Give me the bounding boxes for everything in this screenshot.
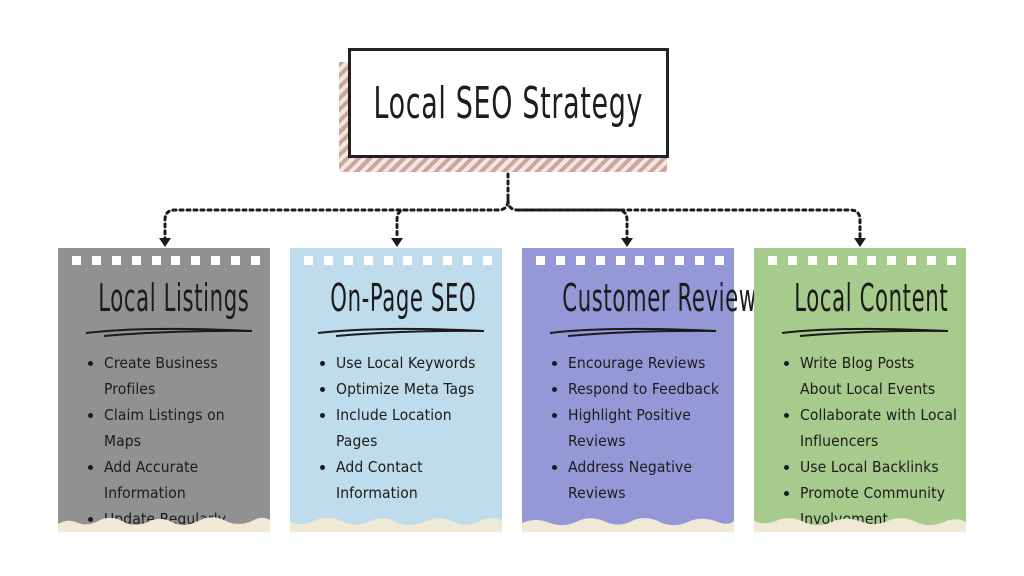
- card-local-listings: Local Listings Create Business ProfilesC…: [58, 248, 270, 532]
- list-item: Encourage Reviews: [568, 350, 726, 376]
- binder-hole: [343, 256, 353, 265]
- binder-hole: [927, 256, 936, 265]
- card-paper: [754, 248, 966, 532]
- binder-hole: [615, 256, 625, 265]
- binder-hole: [323, 256, 333, 265]
- binder-hole: [946, 256, 956, 265]
- title-box: Local SEO Strategy: [348, 48, 669, 158]
- list-item: Address Negative Reviews: [568, 454, 726, 506]
- binder-hole: [655, 256, 665, 265]
- binder-hole: [304, 256, 313, 265]
- list-item: Claim Listings on Maps: [104, 402, 262, 454]
- binder-hole: [482, 256, 492, 265]
- binder-hole: [363, 256, 373, 265]
- arrowhead-3: [621, 238, 633, 247]
- list-item: Optimize Meta Tags: [336, 376, 494, 402]
- arrowhead-1: [159, 238, 171, 247]
- binder-hole: [768, 256, 777, 265]
- connector-branch-3: [516, 208, 629, 240]
- list-item: Use Local Backlinks: [800, 454, 958, 480]
- card-title: Customer Reviews: [562, 276, 769, 320]
- title-underline: [549, 327, 717, 337]
- bullet-list: Create Business ProfilesClaim Listings o…: [78, 350, 262, 532]
- title-underline: [85, 327, 253, 337]
- diagram-title: Local SEO Strategy: [373, 77, 644, 129]
- binder-holes: [768, 256, 956, 265]
- binder-hole: [575, 256, 585, 265]
- card-paper: [522, 248, 734, 532]
- card-local-content: Local Content Write Blog Posts About Loc…: [754, 248, 966, 532]
- card-title: Local Listings: [98, 276, 250, 320]
- binder-hole: [635, 256, 645, 265]
- list-item: Add Accurate Information: [104, 454, 262, 506]
- list-item: Include Location Pages: [336, 402, 494, 454]
- binder-hole: [403, 256, 413, 265]
- arrowhead-4: [854, 238, 866, 247]
- binder-hole: [463, 256, 472, 265]
- binder-hole: [714, 256, 724, 265]
- binder-hole: [907, 256, 917, 265]
- torn-edge: [58, 517, 270, 532]
- bullet-list: Use Local KeywordsOptimize Meta TagsIncl…: [310, 350, 494, 506]
- list-item: Use Local Keywords: [336, 350, 494, 376]
- bullet-list: Write Blog Posts About Local EventsColla…: [774, 350, 958, 532]
- list-item: Collaborate with Local Influencers: [800, 402, 958, 454]
- list-item: Create Business Profiles: [104, 350, 262, 402]
- binder-hole: [675, 256, 685, 265]
- binder-hole: [787, 256, 797, 265]
- binder-hole: [191, 256, 201, 265]
- list-item: Highlight Positive Reviews: [568, 402, 726, 454]
- binder-hole: [887, 256, 897, 265]
- binder-holes: [536, 256, 724, 265]
- binder-hole: [383, 256, 393, 265]
- binder-hole: [536, 256, 545, 265]
- card-on-page-seo: On-Page SEO Use Local KeywordsOptimize M…: [290, 248, 502, 532]
- binder-hole: [91, 256, 101, 265]
- binder-hole: [131, 256, 141, 265]
- binder-hole: [867, 256, 877, 265]
- binder-hole: [827, 256, 837, 265]
- card-title: Local Content: [794, 276, 949, 320]
- torn-edge: [522, 518, 734, 532]
- card-title: On-Page SEO: [330, 276, 477, 320]
- connector-trunk: [496, 172, 510, 212]
- list-item: Add Contact Information: [336, 454, 494, 506]
- binder-hole: [555, 256, 565, 265]
- binder-hole: [151, 256, 161, 265]
- connector-branch-right: [506, 198, 862, 240]
- bullet-list: Encourage ReviewsRespond to FeedbackHigh…: [542, 350, 726, 506]
- binder-hole: [211, 256, 221, 265]
- binder-hole: [695, 256, 704, 265]
- title-underline: [781, 327, 949, 337]
- card-customer-reviews: Customer Reviews Encourage ReviewsRespon…: [522, 248, 769, 532]
- binder-hole: [423, 256, 433, 265]
- torn-edge: [754, 518, 966, 532]
- binder-hole: [72, 256, 81, 265]
- binder-hole: [595, 256, 605, 265]
- binder-hole: [807, 256, 817, 265]
- binder-hole: [111, 256, 121, 265]
- card-paper: [290, 248, 502, 532]
- binder-hole: [847, 256, 857, 265]
- list-item: Write Blog Posts About Local Events: [800, 350, 958, 402]
- connector-branch-left: [163, 208, 500, 240]
- binder-hole: [250, 256, 260, 265]
- binder-hole: [443, 256, 453, 265]
- torn-edge: [290, 517, 502, 532]
- arrowhead-2: [391, 238, 403, 247]
- binder-hole: [171, 256, 181, 265]
- title-underline: [317, 327, 485, 337]
- connector-branch-2: [395, 208, 500, 240]
- binder-hole: [231, 256, 240, 265]
- card-paper: [58, 248, 270, 532]
- binder-holes: [304, 256, 492, 265]
- binder-holes: [72, 256, 260, 265]
- list-item: Respond to Feedback: [568, 376, 726, 402]
